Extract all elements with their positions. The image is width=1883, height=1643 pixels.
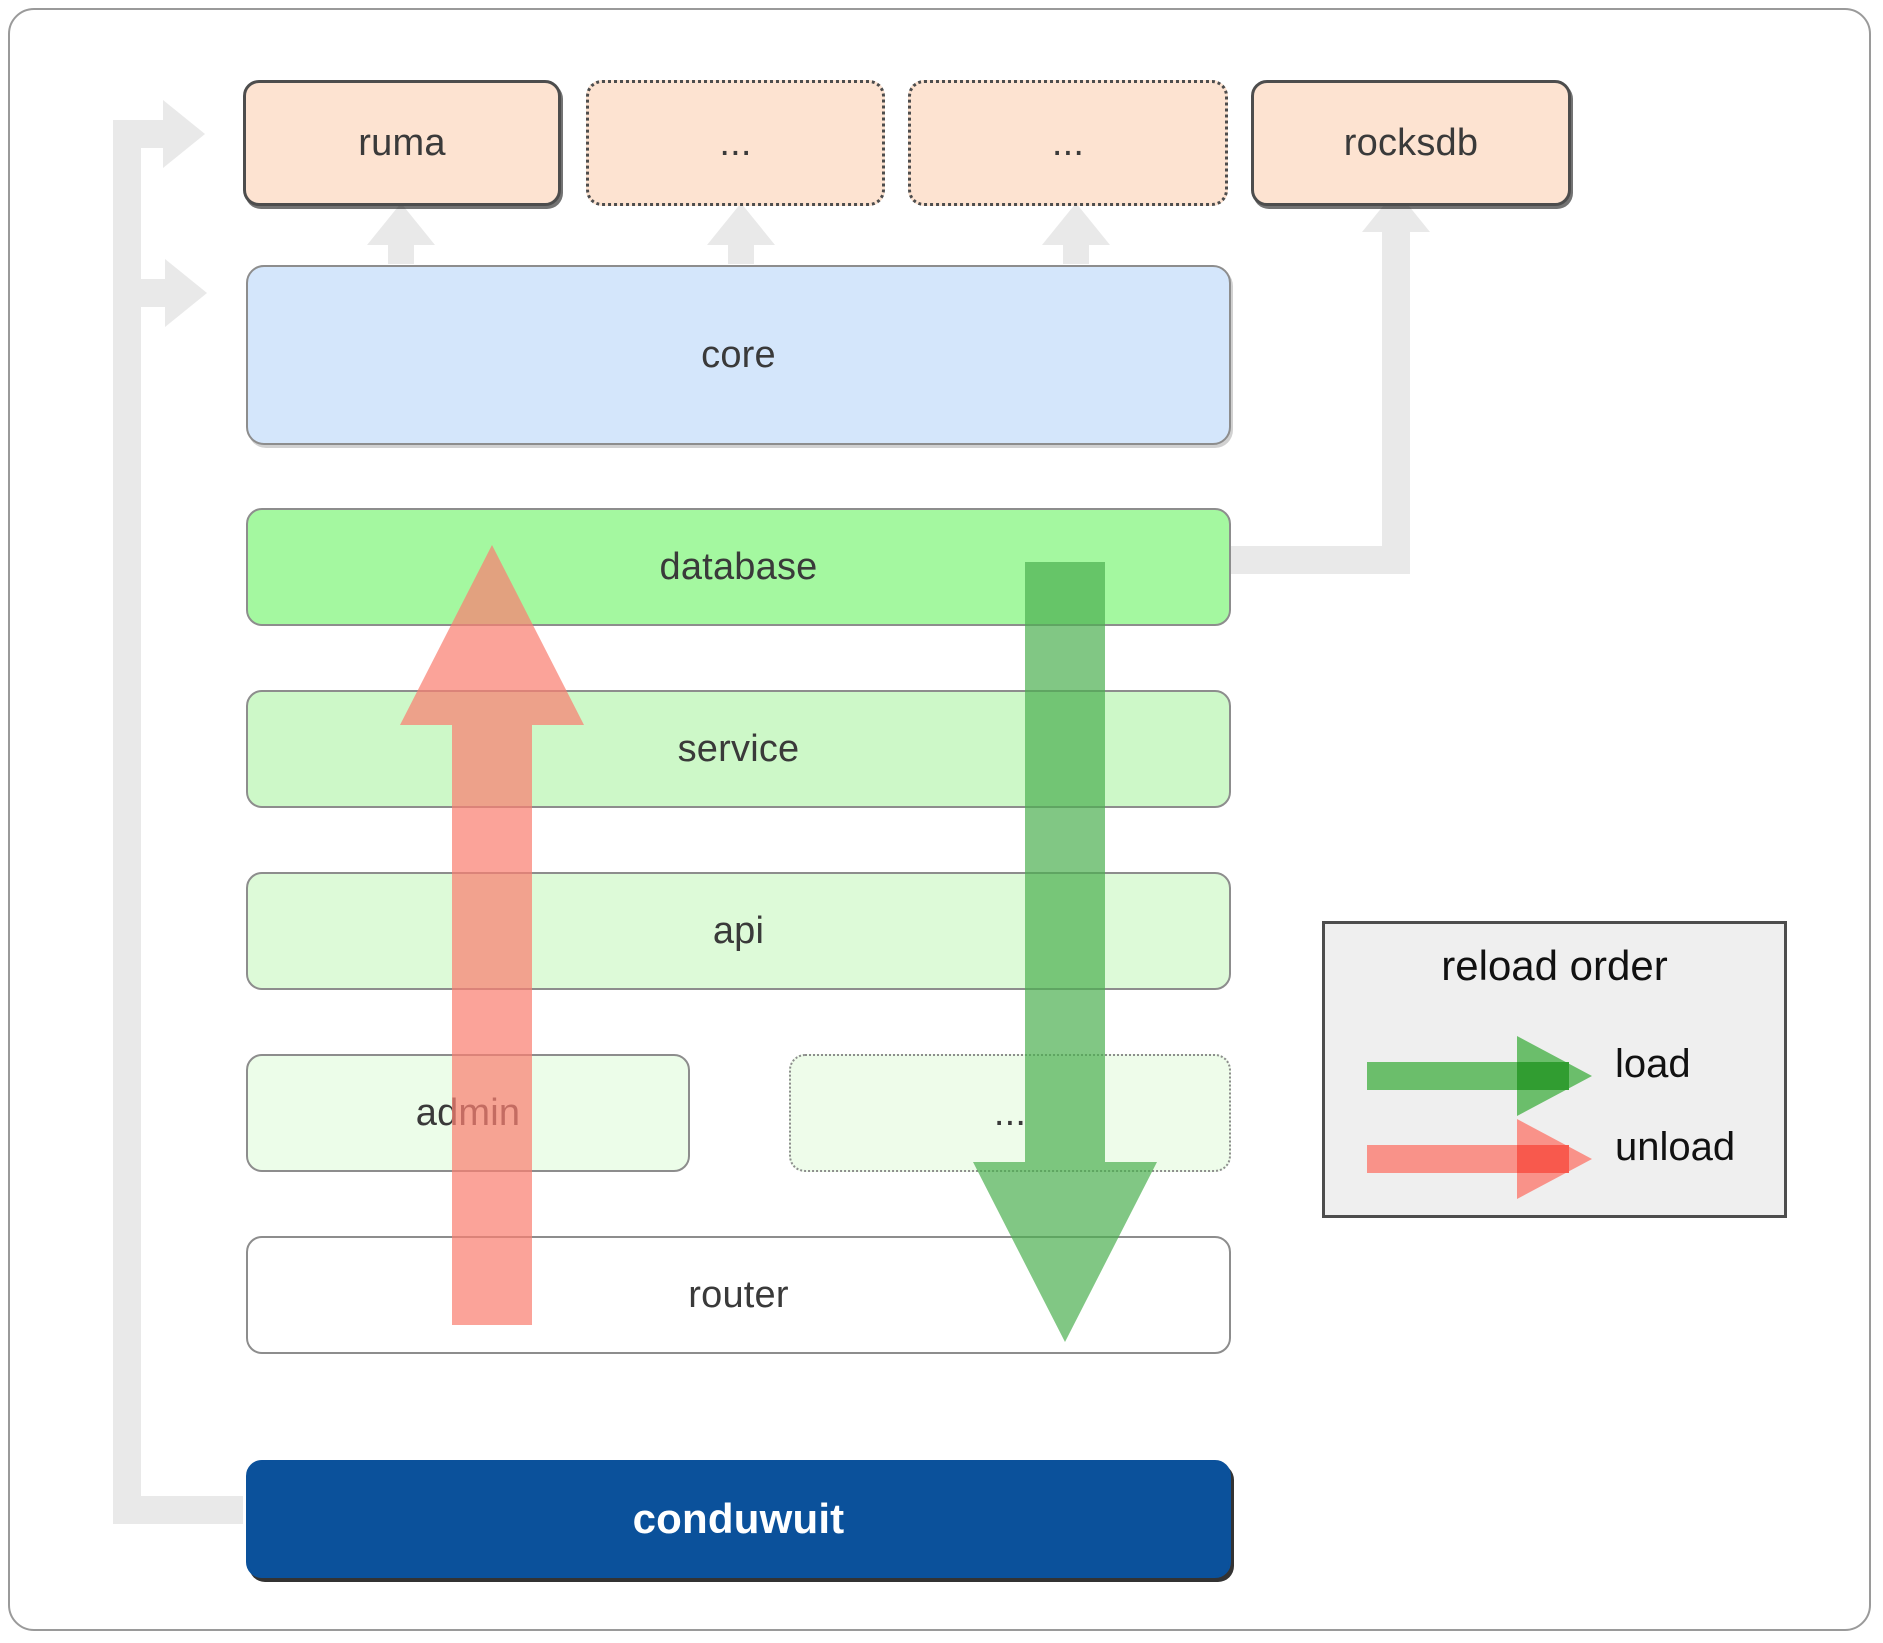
node-dep-ellipsis-1-label: ... [719, 121, 752, 164]
legend-unload-label: unload [1615, 1125, 1736, 1169]
node-service-label: service [677, 727, 800, 770]
node-dep-ellipsis-2[interactable]: ... [908, 80, 1228, 206]
connector-from-conduwuit [113, 1496, 243, 1524]
node-api-label: api [712, 909, 765, 952]
legend-row-unload: unload [1325, 1119, 1784, 1199]
node-router-label: router [688, 1273, 789, 1316]
load-legend-arrow-icon [1367, 1036, 1597, 1116]
node-layer-ellipsis[interactable]: ... [789, 1054, 1231, 1172]
load-flow-arrow [965, 562, 1165, 1342]
node-rocksdb[interactable]: rocksdb [1251, 80, 1571, 206]
legend-row-load: load [1325, 1036, 1784, 1116]
connector-to-core-arrowhead [165, 259, 207, 327]
node-dep-ellipsis-2-label: ... [1051, 121, 1085, 164]
legend-panel: reload order load unload [1322, 921, 1787, 1218]
node-conduwuit-label: conduwuit [632, 1495, 845, 1542]
legend-title: reload order [1441, 942, 1668, 989]
connector-core-to-dots1-arrowhead [707, 203, 775, 245]
legend-load-label: load [1615, 1042, 1691, 1086]
node-rocksdb-label: rocksdb [1343, 121, 1479, 164]
node-ruma[interactable]: ruma [243, 80, 561, 206]
node-core-label: core [701, 333, 776, 376]
connector-core-to-dots2-arrowhead [1042, 203, 1110, 245]
unload-legend-arrow-icon [1367, 1119, 1597, 1199]
connector-core-to-ruma-arrowhead [367, 203, 435, 245]
node-core[interactable]: core [246, 265, 1231, 445]
connector-to-ruma-arrowhead [163, 100, 205, 168]
connector-left-vertical [113, 120, 141, 1524]
connector-db-to-rocksdb-vertical [1382, 228, 1410, 574]
node-dep-ellipsis-1[interactable]: ... [586, 80, 885, 206]
unload-flow-arrow [392, 545, 592, 1325]
node-database-label: database [659, 545, 818, 588]
node-conduwuit[interactable]: conduwuit [246, 1460, 1231, 1578]
diagram-frame [8, 8, 1871, 1631]
node-ruma-label: ruma [358, 121, 446, 164]
